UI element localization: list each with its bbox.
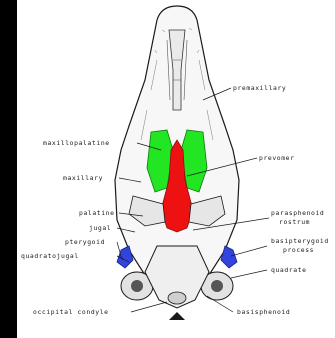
label-parasphenoid-rostrum: rostrum [279,219,310,225]
label-quadrate: quadrate [271,267,307,273]
label-quadratojugal: quadratojugal [21,253,79,259]
label-basipterygoid: basipterygoid [271,238,329,244]
occipital-condyle [168,292,186,304]
label-maxillary: maxillary [63,175,103,181]
label-prevomer: prevomer [259,155,295,161]
label-premaxillary: premaxillary [233,85,286,91]
figure-stage: premaxillary maxillopalatine prevomer ma… [17,0,335,338]
label-basipterygoid-process: process [283,247,314,253]
label-occipital-condyle: occipital condyle [33,309,109,315]
label-maxillopalatine: maxillopalatine [43,140,110,146]
label-pterygoid: pterygoid [65,239,105,245]
skull-illustration [17,0,335,338]
label-parasphenoid: parasphenoid [271,210,324,216]
label-palatine: palatine [79,210,115,216]
label-basisphenoid: basisphenoid [237,309,290,315]
label-jugal: jugal [89,225,111,231]
